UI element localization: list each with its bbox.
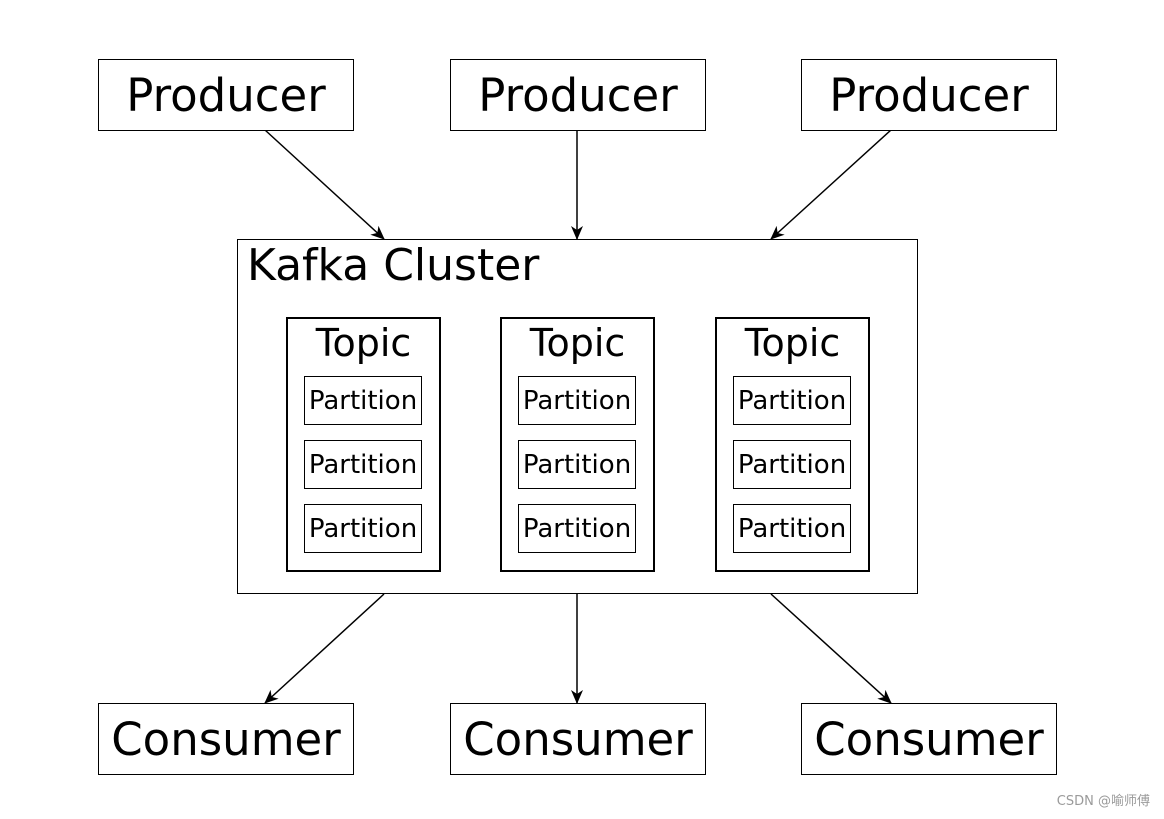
arrow-producer-3-to-cluster: [770, 129, 892, 240]
partition-box: Partition: [304, 504, 422, 553]
consumer-box-2: Consumer: [450, 703, 706, 775]
topic-title: Topic: [744, 321, 841, 365]
watermark-text: CSDN @喻师傅: [1056, 794, 1150, 809]
partition-box: Partition: [518, 376, 636, 425]
topic-title: Topic: [529, 321, 626, 365]
arrow-cluster-to-consumer-1: [264, 593, 385, 704]
producer-box-3: Producer: [801, 59, 1057, 131]
topic-box-1: Topic Partition Partition Partition: [286, 317, 441, 572]
consumer-label: Consumer: [463, 712, 693, 766]
partition-box: Partition: [518, 504, 636, 553]
consumer-label: Consumer: [111, 712, 341, 766]
producer-label: Producer: [126, 68, 326, 122]
partition-box: Partition: [304, 440, 422, 489]
producer-label: Producer: [829, 68, 1029, 122]
producer-label: Producer: [478, 68, 678, 122]
arrow-cluster-to-consumer-3: [770, 593, 892, 704]
consumer-box-3: Consumer: [801, 703, 1057, 775]
consumer-box-1: Consumer: [98, 703, 354, 775]
topic-box-2: Topic Partition Partition Partition: [500, 317, 655, 572]
partition-box: Partition: [733, 376, 851, 425]
producer-box-1: Producer: [98, 59, 354, 131]
kafka-cluster-box: Kafka Cluster: [237, 239, 918, 594]
partition-box: Partition: [518, 440, 636, 489]
consumer-label: Consumer: [814, 712, 1044, 766]
topic-title: Topic: [315, 321, 412, 365]
arrow-producer-1-to-cluster: [264, 129, 385, 240]
topic-box-3: Topic Partition Partition Partition: [715, 317, 870, 572]
partition-box: Partition: [304, 376, 422, 425]
partition-box: Partition: [733, 440, 851, 489]
partition-box: Partition: [733, 504, 851, 553]
kafka-cluster-title: Kafka Cluster: [247, 240, 540, 291]
producer-box-2: Producer: [450, 59, 706, 131]
